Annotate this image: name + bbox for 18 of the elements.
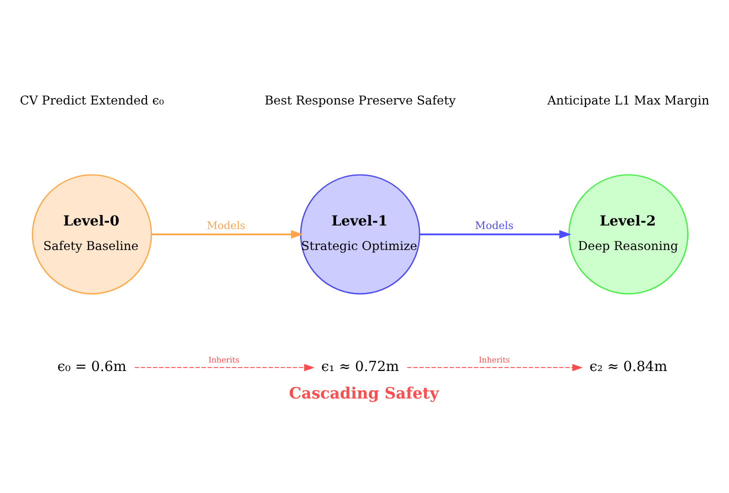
- arrow: [151, 230, 304, 239]
- edge-label: Inherits: [208, 356, 240, 365]
- edge-label: Inherits: [478, 356, 510, 365]
- label: Best Response Preserve Safety: [264, 93, 456, 108]
- edge-label: Models: [475, 220, 514, 232]
- label: Anticipate L1 Max Margin: [547, 93, 710, 108]
- caption: Cascading Safety: [288, 383, 439, 402]
- arrow: [406, 364, 583, 372]
- node-text: ϵ₀ = 0.6m: [57, 358, 126, 375]
- node-text: ϵ₂ ≈ 0.84m: [589, 358, 668, 375]
- label: CV Predict Extended ϵ₀: [20, 93, 164, 108]
- node-text: ϵ₁ ≈ 0.72m: [321, 358, 400, 375]
- node-circle: Level-0 Safety Baseline: [32, 174, 152, 294]
- node-circle: Level-2 Deep Reasoning: [568, 174, 688, 294]
- node-circle: Level-1 Strategic Optimize: [300, 174, 420, 294]
- arrow: [134, 364, 315, 372]
- arrow: [420, 230, 572, 239]
- edge-label: Models: [206, 220, 246, 232]
